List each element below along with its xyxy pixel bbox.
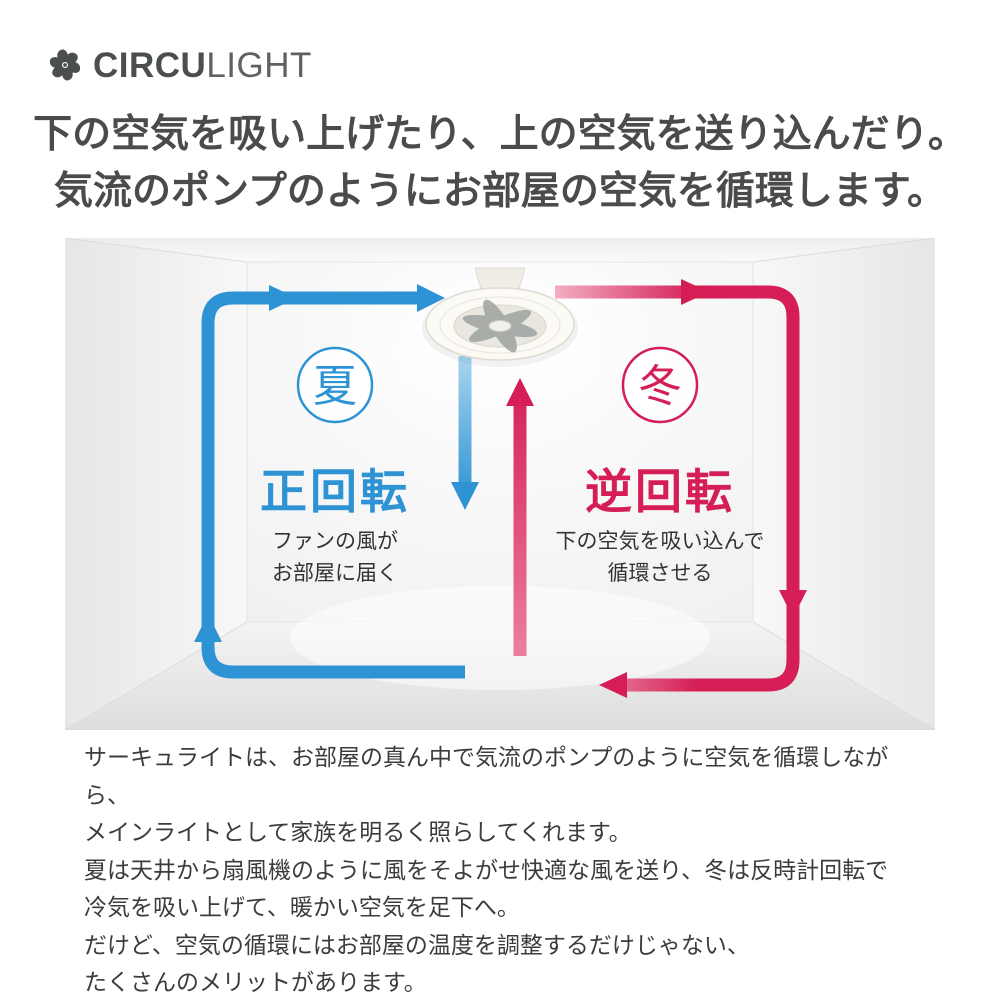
summer-airflow-loop-path xyxy=(201,291,465,679)
winter-airflow-loop-path xyxy=(555,285,800,692)
winter-title: 逆回転 xyxy=(585,465,735,520)
headline-line2: 気流のポンプのようにお部屋の空気を循環します。 xyxy=(54,168,946,214)
summer-airflow-arrows xyxy=(194,284,479,679)
airflow-diagram: 夏 正回転 ファンの風が お部屋に届く 冬 逆回転 下の空気を吸い込んで 循環さ… xyxy=(64,237,936,731)
summer-caption-line1: ファンの風が xyxy=(272,529,398,553)
summer-arrowhead-up xyxy=(194,614,222,642)
body-text-line: 冷気を吸い上げて、暖かい空気を足下へ。 xyxy=(84,895,520,921)
body-text-line: サーキュライトは、お部屋の真ん中で気流のポンプのように空気を循環しながら、 xyxy=(84,745,889,809)
description-text: サーキュライトは、お部屋の真ん中で気流のポンプのように空気を循環しながら、 メイ… xyxy=(84,740,924,1003)
summer-arrowhead-right-mid xyxy=(269,285,297,311)
winter-badge-text: 冬 xyxy=(638,361,682,412)
winter-caption-line2: 循環させる xyxy=(608,561,713,585)
body-text-line: メインライトとして家族を明るく照らしてくれます。 xyxy=(84,820,632,846)
winter-caption-line1: 下の空気を吸い込んで xyxy=(556,529,765,553)
winter-label-group: 冬 逆回転 下の空気を吸い込んで 循環させる xyxy=(556,346,765,585)
body-text-line: 夏は天井から扇風機のように風をそよがせ快適な風を送り、冬は反時計回転で xyxy=(84,857,889,884)
summer-caption-line2: お部屋に届く xyxy=(272,561,398,585)
floor-light-glow xyxy=(290,586,710,690)
summer-arrowhead-down xyxy=(451,482,479,510)
fan-icon xyxy=(49,49,81,81)
summer-badge-circle xyxy=(296,346,374,424)
room-illustration: 夏 正回転 ファンの風が お部屋に届く 冬 逆回転 下の空気を吸い込んで 循環さ… xyxy=(64,237,936,731)
brand-name-light: LIGHT xyxy=(206,45,312,85)
headline-line1: 下の空気を吸い上げたり、上の空気を送り込んだり。 xyxy=(33,111,967,157)
winter-airflow-arrows xyxy=(506,279,807,698)
winter-arrowhead-down xyxy=(779,590,807,618)
brand-name: CIRCULIGHT xyxy=(93,48,312,83)
winter-arrowhead-left xyxy=(599,672,627,698)
body-text-line: たくさんのメリットがあります。 xyxy=(84,970,427,996)
winter-arrowhead-up xyxy=(506,378,534,406)
summer-badge-text: 夏 xyxy=(313,361,357,412)
body-text-line: だけど、空気の循環にはお部屋の温度を調整するだけじゃない、 xyxy=(84,932,750,959)
brand-logo: CIRCULIGHT xyxy=(46,46,312,84)
brand-name-bold: CIRCU xyxy=(93,45,207,85)
winter-badge-circle xyxy=(621,346,699,424)
ceiling-fan-light xyxy=(422,267,578,367)
winter-arrowhead-right xyxy=(681,279,709,305)
headline: 下の空気を吸い上げたり、上の空気を送り込んだり。 気流のポンプのようにお部屋の空… xyxy=(0,106,1000,220)
summer-label-group: 夏 正回転 ファンの風が お部屋に届く xyxy=(260,346,410,585)
summer-arrowhead-right-end xyxy=(417,284,445,312)
summer-title: 正回転 xyxy=(260,465,410,520)
